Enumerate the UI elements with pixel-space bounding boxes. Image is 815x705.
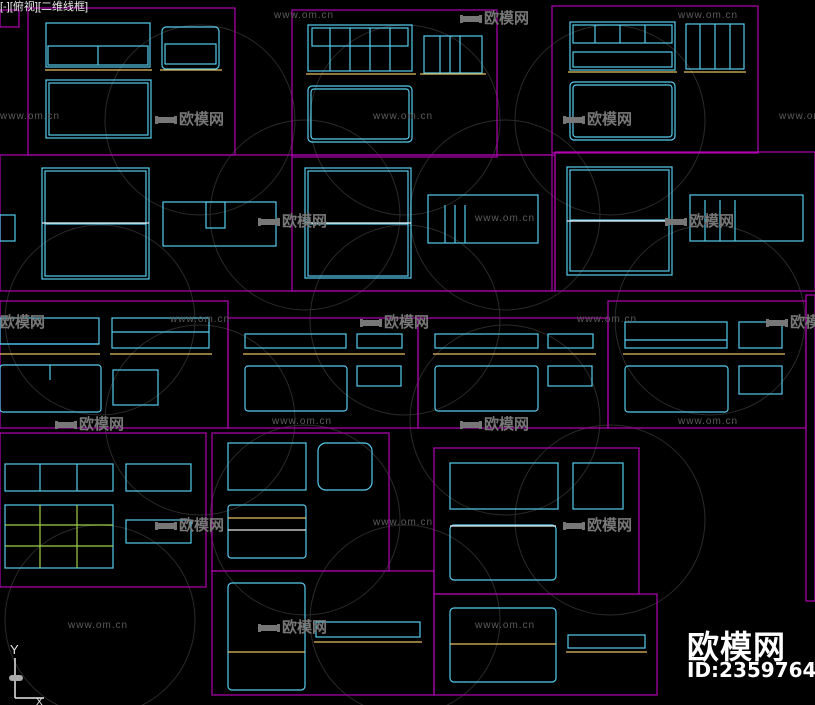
watermark-brand: 欧模网 bbox=[665, 210, 734, 231]
accent-lines bbox=[0, 69, 785, 653]
sofa-logo-icon bbox=[460, 420, 482, 429]
watermark-brand: 欧模网 bbox=[55, 413, 124, 434]
ucs-icon: Y X bbox=[9, 642, 44, 705]
sofa-logo-icon bbox=[360, 318, 382, 327]
watermark-url: www.om.cn bbox=[0, 111, 61, 122]
watermark-brand: 欧模网 bbox=[258, 616, 327, 637]
sofa-logo-icon bbox=[258, 217, 280, 226]
sofa-logo-icon bbox=[563, 521, 585, 530]
sofa-logo-icon bbox=[55, 420, 77, 429]
watermark-brand: 欧模网 bbox=[360, 311, 429, 332]
watermark-url: www.om.cn bbox=[373, 111, 434, 122]
sofa-logo-icon bbox=[766, 318, 788, 327]
block-frames bbox=[0, 5, 815, 696]
watermark-brand: 欧模网 bbox=[460, 413, 529, 434]
watermark-brand: 欧模网 bbox=[0, 313, 46, 331]
brand-logo-text: 欧模网 bbox=[687, 628, 787, 666]
viewport-label[interactable]: [-][俯视][二维线框] bbox=[0, 1, 88, 13]
model-id-label: ID:2359764 bbox=[687, 658, 815, 682]
watermark-brand: 欧模网 bbox=[766, 311, 815, 332]
watermark-url: www.om.cn bbox=[274, 10, 335, 21]
furniture-drawings bbox=[0, 21, 804, 691]
sofa-logo-icon bbox=[563, 115, 585, 124]
ucs-x-label: X bbox=[36, 697, 43, 705]
watermark-circles bbox=[4, 24, 806, 705]
watermark-brand: 欧模网 bbox=[258, 210, 327, 231]
watermark-brand: 欧模网 bbox=[563, 514, 632, 535]
watermark-url: www.om.cn bbox=[678, 416, 739, 427]
watermark-url: www.om.cn bbox=[779, 111, 815, 122]
sofa-logo-icon bbox=[258, 623, 280, 632]
sofa-logo-icon bbox=[460, 14, 482, 23]
watermark-url: www.om.cn bbox=[475, 620, 536, 631]
sofa-logo-icon bbox=[155, 521, 177, 530]
watermark-brand: 欧模网 bbox=[563, 108, 632, 129]
watermark-url: www.om.cn bbox=[68, 620, 129, 631]
ucs-y-label: Y bbox=[10, 642, 19, 657]
sofa-logo-icon bbox=[155, 115, 177, 124]
sofa-logo-icon bbox=[665, 217, 687, 226]
watermark-url: www.om.cn bbox=[272, 416, 333, 427]
watermark-url: www.om.cn bbox=[678, 10, 739, 21]
watermark-url: www.om.cn bbox=[373, 517, 434, 528]
watermark-url: www.om.cn bbox=[475, 213, 536, 224]
watermark-brand: 欧模网 bbox=[460, 7, 529, 28]
watermark-brand: 欧模网 bbox=[155, 514, 224, 535]
watermark-url: www.om.cn bbox=[170, 314, 231, 325]
watermark-brand: 欧模网 bbox=[155, 108, 224, 129]
watermark-url: www.om.cn bbox=[577, 314, 638, 325]
